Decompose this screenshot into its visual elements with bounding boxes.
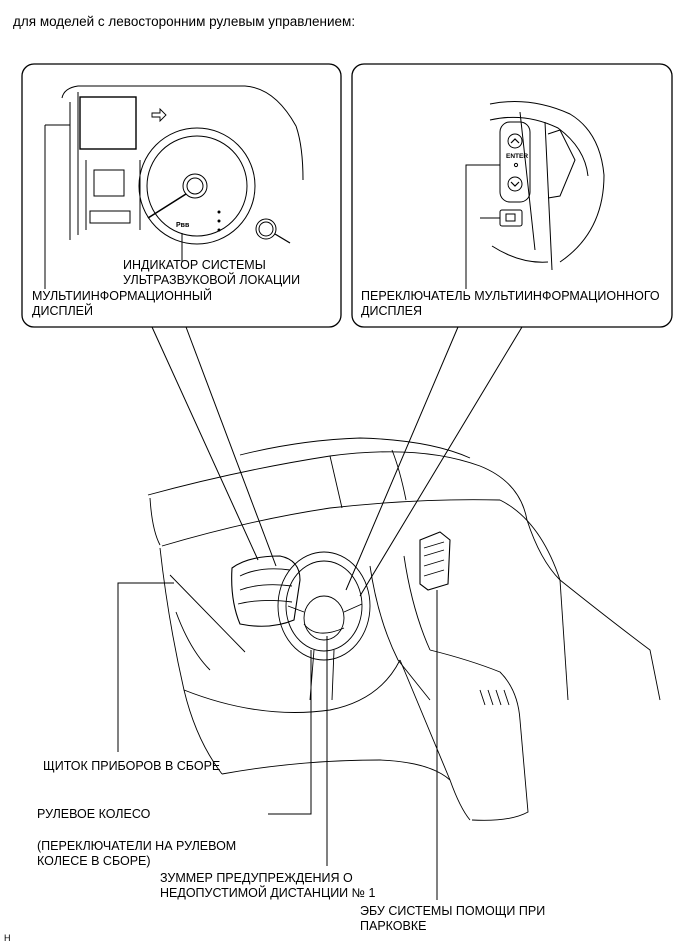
gauge-p-indicator: Pвв bbox=[176, 222, 190, 229]
callout-wheel-switches-line1: (ПЕРЕКЛЮЧАТЕЛИ НА РУЛЕВОМ bbox=[37, 839, 237, 853]
label-multi-display-line1: МУЛЬТИИНФОРМАЦИОННЫЙ bbox=[32, 289, 212, 303]
callout-buzzer-line2: НЕДОПУСТИМОЙ ДИСТАНЦИИ № 1 bbox=[160, 886, 376, 900]
inset-box-right bbox=[351, 63, 673, 328]
callout-leaders bbox=[117, 582, 438, 900]
enter-button-text: ENTER bbox=[506, 153, 529, 160]
callout-parking-ecu-line2: ПАРКОВКЕ bbox=[360, 919, 427, 933]
label-display-switch-line1: ПЕРЕКЛЮЧАТЕЛЬ МУЛЬТИИНФОРМАЦИОННОГО bbox=[361, 289, 660, 303]
callout-buzzer-line1: ЗУММЕР ПРЕДУПРЕЖДЕНИЯ О bbox=[160, 871, 353, 885]
inset-box-left bbox=[21, 63, 342, 328]
label-parking-indicator-line2: УЛЬТРАЗВУКОВОЙ ЛОКАЦИИ bbox=[123, 273, 301, 287]
car-interior bbox=[147, 437, 661, 821]
label-multi-display-line2: ДИСПЛЕЙ bbox=[32, 304, 93, 318]
page-title: для моделей с левосторонним рулевым упра… bbox=[13, 14, 356, 29]
label-parking-indicator-line1: ИНДИКАТОР СИСТЕМЫ bbox=[123, 258, 266, 272]
label-display-switch-line2: ДИСПЛЕЯ bbox=[361, 304, 423, 318]
callout-parking-ecu-line1: ЭБУ СИСТЕМЫ ПОМОЩИ ПРИ bbox=[360, 904, 546, 918]
callout-steering-wheel: РУЛЕВОЕ КОЛЕСО bbox=[37, 807, 151, 821]
callout-wheel-switches-line2: КОЛЕСЕ В СБОРЕ) bbox=[37, 854, 151, 868]
figure-code: H bbox=[4, 933, 11, 943]
pointer-lines bbox=[151, 326, 523, 597]
callout-instrument-cluster: ЩИТОК ПРИБОРОВ В СБОРЕ bbox=[43, 759, 221, 773]
